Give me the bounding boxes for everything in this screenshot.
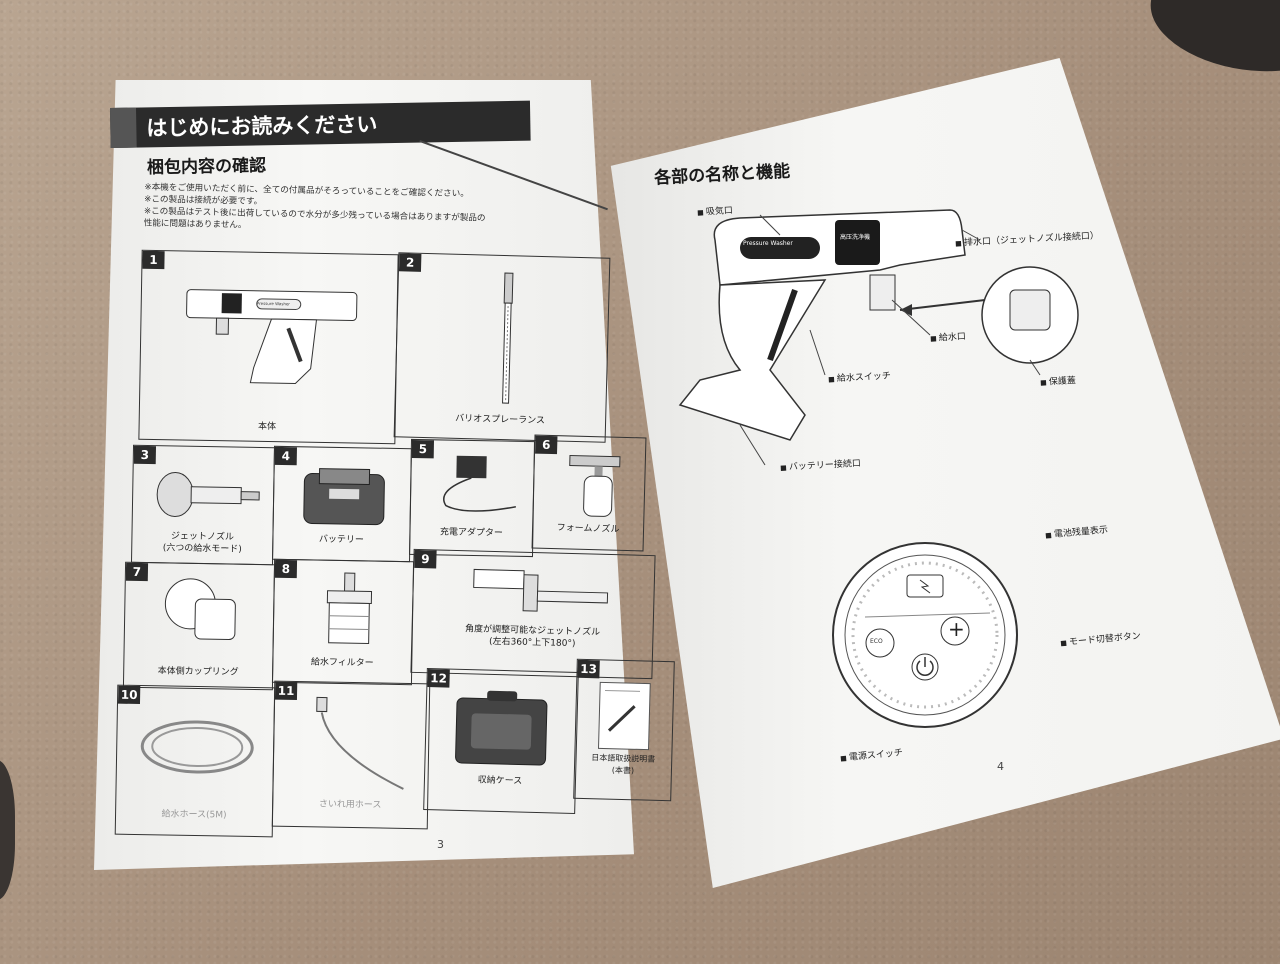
- item-number: 12: [427, 669, 450, 688]
- item-number: 1: [142, 250, 165, 270]
- hose-illustration: [316, 696, 404, 790]
- item-cell-5: 5 充電アダプター: [408, 438, 536, 558]
- device-panel-text: 高压洗净機: [199, 293, 220, 300]
- item-label: 給水ホース(5M): [161, 809, 227, 821]
- banner-stripe: [110, 107, 137, 148]
- item-number: 7: [125, 562, 149, 582]
- item-label: 本体側カップリング: [157, 666, 239, 678]
- item-cell-9: 9 角度が調整可能なジェットノズル (左右360°上下180°): [410, 548, 656, 680]
- item-cell-11: 11 さいれ用ホース: [271, 680, 431, 830]
- item-number: 2: [398, 253, 422, 272]
- background-object: [0, 760, 15, 900]
- hose-illustration: [140, 720, 254, 774]
- item-cell-4: 4 バッテリー: [272, 445, 412, 563]
- item-label: ジェットノズル (六つの給水モード): [162, 531, 242, 555]
- foam-nozzle-illustration: [569, 454, 621, 517]
- item-label: バリオスプレーランス: [455, 413, 546, 427]
- item-cell-12: 12 収納ケース: [423, 668, 579, 814]
- filter-illustration: [326, 572, 373, 644]
- item-cell-6: 6 フォームノズル: [531, 434, 647, 552]
- item-number: 3: [133, 445, 157, 465]
- device-diagram: [678, 209, 1079, 466]
- item-label: フォームノズル: [556, 523, 620, 535]
- item-label: バッテリー: [318, 534, 364, 546]
- section-heading: 梱包内容の確認: [146, 155, 267, 179]
- item-label: 充電アダプター: [439, 527, 503, 539]
- item-cell-13: 13 日本語取扱説明書 (本書): [573, 658, 675, 802]
- manual-illustration: [597, 681, 651, 751]
- banner-title: はじめにお読みください: [110, 100, 531, 148]
- label-cap: 保護蓋: [1040, 373, 1077, 388]
- item-label: 給水フィルター: [310, 657, 374, 669]
- label-inlet: 給水口: [930, 329, 967, 344]
- item-cell-8: 8 給水フィルター: [271, 558, 415, 686]
- case-illustration: [455, 690, 548, 766]
- item-cell-10: 10 給水ホース(5M): [114, 684, 276, 838]
- device-brand-text: Pressure Washer: [256, 300, 291, 307]
- item-cell-3: 3 ジェットノズル (六つの給水モード): [130, 444, 276, 566]
- page-number: 3: [437, 838, 444, 851]
- item-label: 日本語取扱説明書 (本書): [591, 753, 656, 776]
- item-number: 9: [414, 549, 437, 569]
- item-label: 角度が調整可能なジェットノズル (左右360°上下180°): [464, 624, 601, 650]
- jet-nozzle-illustration: [156, 472, 260, 518]
- item-number: 4: [274, 446, 297, 466]
- item-number: 10: [117, 685, 141, 705]
- battery-illustration: [303, 468, 385, 526]
- item-number: 11: [274, 681, 298, 701]
- item-cell-7: 7 本体側カップリング: [122, 561, 276, 691]
- item-label: 収納ケース: [477, 775, 523, 787]
- device-panel-text: 高压洗净機: [840, 234, 871, 241]
- main-unit-illustration: [186, 289, 358, 384]
- device-brand-text: Pressure Washer: [743, 240, 793, 247]
- charger-illustration: [443, 455, 516, 512]
- mode-button-text: ECO: [870, 638, 883, 645]
- plus-button-text: +: [948, 617, 965, 641]
- item-cell-1: 1 高压洗净機 Pressure Washer 本体: [138, 249, 399, 445]
- item-number: 13: [577, 659, 600, 679]
- page-number: 4: [997, 760, 1004, 773]
- adjustable-nozzle-illustration: [473, 568, 609, 612]
- item-cell-2: 2 バリオスプレーランス: [393, 252, 611, 443]
- coupling-illustration: [164, 578, 236, 641]
- item-number: 6: [535, 435, 558, 455]
- item-label: 本体: [258, 421, 277, 433]
- background-object: [1143, 0, 1280, 84]
- control-panel-diagram: [832, 542, 1018, 728]
- notes-block: ※本機をご使用いただく前に、全ての付属品がそろっていることをご確認ください。 ※…: [144, 182, 575, 239]
- item-label: さいれ用ホース: [318, 799, 382, 811]
- label-intake: 吸気口: [697, 203, 734, 218]
- item-number: 8: [274, 559, 298, 579]
- spray-lance-illustration: [502, 272, 514, 404]
